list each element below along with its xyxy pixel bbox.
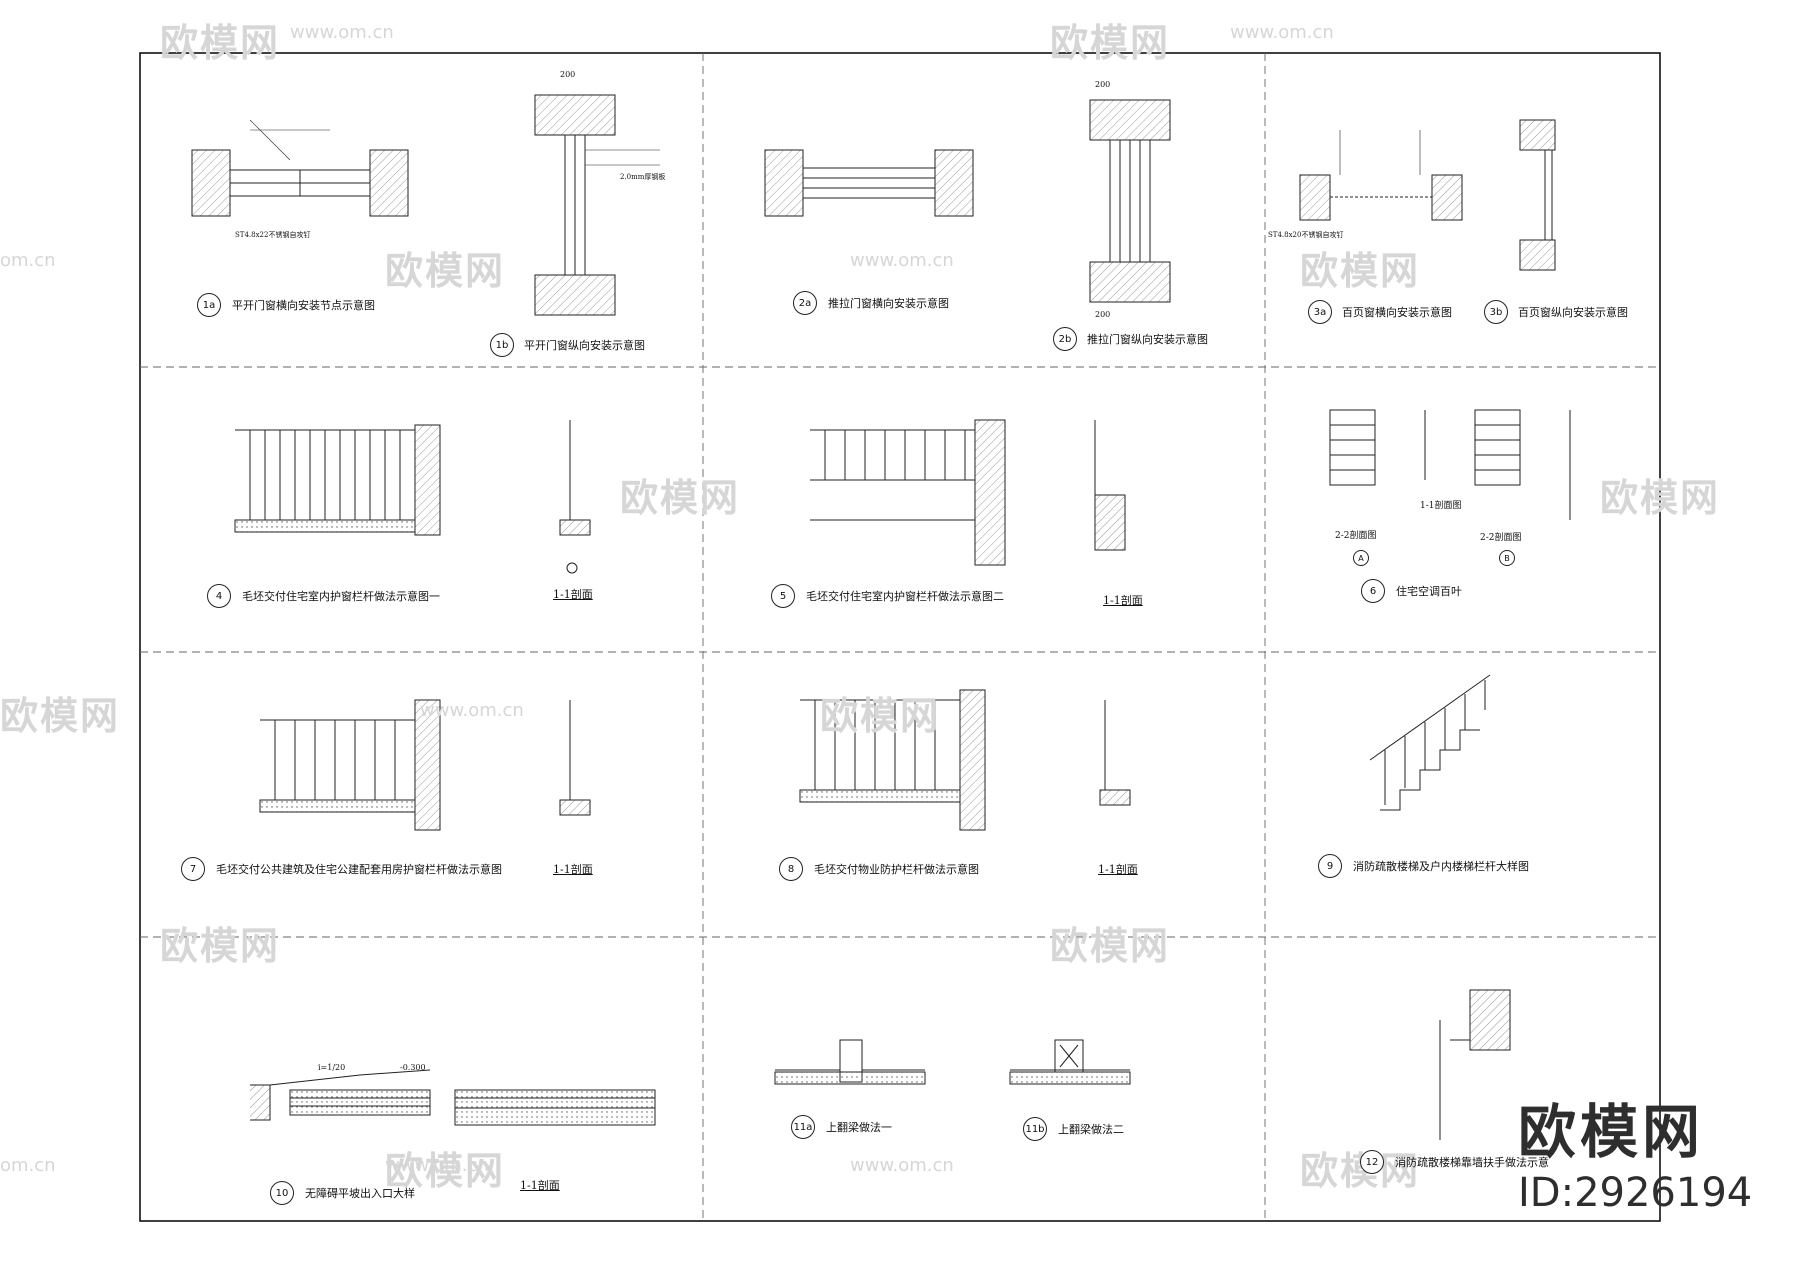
section-label: 1-1剖面 xyxy=(553,588,593,601)
caption-9: 消防疏散楼梯及户内楼梯栏杆大样图 xyxy=(1353,860,1529,873)
detail-3a xyxy=(1299,130,1463,221)
detail-number: 2b xyxy=(1053,327,1077,351)
section-label: 1-1剖面图 xyxy=(1420,501,1462,511)
detail-number: 10 xyxy=(270,1181,294,1205)
caption-2a: 推拉门窗横向安装示意图 xyxy=(828,297,949,310)
caption-11a: 上翻梁做法一 xyxy=(826,1121,892,1134)
section-label: 2-2剖面图 xyxy=(1335,531,1377,541)
caption-12: 消防疏散楼梯靠墙扶手做法示意 xyxy=(1395,1156,1549,1169)
caption-1b: 平开门窗纵向安装示意图 xyxy=(524,339,645,352)
caption-3b: 百页窗纵向安装示意图 xyxy=(1518,306,1628,319)
detail-number: 3b xyxy=(1484,300,1508,324)
detail-number: 9 xyxy=(1318,854,1342,878)
detail-11a xyxy=(774,1039,926,1085)
grid-dividers xyxy=(140,53,1660,1221)
caption-8: 毛坯交付物业防护栏杆做法示意图 xyxy=(814,863,979,876)
note-label: 2.0mm厚钢板 xyxy=(620,173,666,181)
detail-number: 7 xyxy=(181,857,205,881)
section-label: 2-2剖面图 xyxy=(1480,533,1522,543)
detail-8 xyxy=(799,689,1131,831)
detail-number: 3a xyxy=(1308,300,1332,324)
section-label: 1-1剖面 xyxy=(1098,863,1138,876)
caption-7: 毛坯交付公共建筑及住宅公建配套用房护窗栏杆做法示意图 xyxy=(216,863,502,876)
note-label: ST4.8x20不锈钢自攻钉 xyxy=(1268,231,1344,239)
brand-id: ID:2926194 xyxy=(1518,1170,1753,1216)
note-label: ST4.8x22不锈钢自攻钉 xyxy=(235,231,311,239)
detail-number: 11a xyxy=(791,1115,815,1139)
ramp-label: i=1/20 xyxy=(318,1063,346,1072)
detail-number: 6 xyxy=(1361,579,1385,603)
detail-number: 2a xyxy=(793,291,817,315)
detail-1a xyxy=(191,119,409,217)
dimension-label: 200 xyxy=(1095,80,1111,89)
detail-4 xyxy=(234,420,591,574)
caption-11b: 上翻梁做法二 xyxy=(1058,1123,1124,1136)
dimension-label: 200 xyxy=(1095,310,1111,319)
sheet-border xyxy=(139,52,1661,1222)
detail-number: B xyxy=(1499,550,1515,566)
detail-3b xyxy=(1519,119,1556,271)
detail-2b xyxy=(1089,99,1171,303)
caption-3a: 百页窗横向安装示意图 xyxy=(1342,306,1452,319)
detail-7 xyxy=(259,699,591,831)
detail-5 xyxy=(810,419,1126,566)
detail-number: 1b xyxy=(490,333,514,357)
section-label: 1-1剖面 xyxy=(553,863,593,876)
caption-4: 毛坯交付住宅室内护窗栏杆做法示意图一 xyxy=(242,590,440,603)
detail-2a xyxy=(764,149,974,217)
detail-number: 5 xyxy=(771,584,795,608)
detail-10 xyxy=(250,1069,656,1126)
detail-number: A xyxy=(1353,550,1369,566)
caption-6: 住宅空调百叶 xyxy=(1396,585,1462,598)
detail-number: 11b xyxy=(1023,1117,1047,1141)
detail-number: 12 xyxy=(1360,1150,1384,1174)
detail-12 xyxy=(1439,989,1511,1140)
caption-5: 毛坯交付住宅室内护窗栏杆做法示意图二 xyxy=(806,590,1004,603)
elevation-label: -0.300 xyxy=(400,1063,426,1072)
caption-10: 无障碍平坡出入口大样 xyxy=(305,1187,415,1200)
detail-1b xyxy=(534,94,660,316)
section-label: 1-1剖面 xyxy=(1103,594,1143,607)
section-label: 1-1剖面 xyxy=(520,1179,560,1192)
detail-number: 4 xyxy=(207,584,231,608)
caption-1a: 平开门窗横向安装节点示意图 xyxy=(232,299,375,312)
detail-number: 1a xyxy=(197,293,221,317)
brand-logo-text: 欧模网 xyxy=(1518,1098,1705,1166)
detail-11b xyxy=(1009,1039,1131,1085)
dimension-label: 200 xyxy=(560,70,576,79)
detail-number: 8 xyxy=(779,857,803,881)
caption-2b: 推拉门窗纵向安装示意图 xyxy=(1087,333,1208,346)
detail-9 xyxy=(1369,674,1491,811)
detail-6 xyxy=(1329,409,1571,520)
